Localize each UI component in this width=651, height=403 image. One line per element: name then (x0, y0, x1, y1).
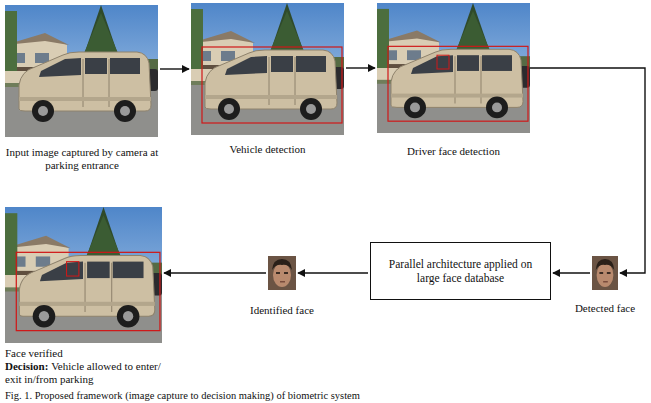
decision-label: Decision: (5, 360, 48, 372)
figure-caption: Fig. 1. Proposed framework (image captur… (5, 390, 360, 402)
image-caption: Detected face (560, 302, 650, 315)
flow-arrow (160, 68, 189, 69)
flow-arrow (346, 67, 375, 68)
parking-photo (191, 3, 344, 135)
image-caption: Input image captured by camera at parkin… (1, 146, 163, 172)
caption-text: Identified face (238, 304, 326, 317)
image-panel: Input image captured by camera at parkin… (5, 5, 158, 137)
process-box: Parallel architecture applied on large f… (370, 242, 551, 300)
caption-text: Vehicle detection (181, 143, 354, 156)
image-caption: Face verifiedDecision:Vehicle allowed to… (5, 347, 177, 386)
face-image (592, 256, 618, 290)
caption-text: Driver face detection (367, 145, 540, 158)
image-panel: Driver face detection (377, 3, 530, 133)
face-thumbnail: Detected face (592, 256, 618, 290)
parking-photo (5, 207, 162, 343)
parking-photo (5, 5, 158, 137)
image-caption: Driver face detection (367, 145, 540, 158)
image-panel: Face verifiedDecision:Vehicle allowed to… (5, 207, 162, 343)
caption-text: Face verified (5, 347, 177, 360)
face-thumbnail: Identified face (268, 256, 296, 290)
face-image (268, 256, 296, 290)
decision-line: Decision:Vehicle allowed to enter/ exit … (5, 360, 177, 386)
flow-arrow (298, 272, 368, 273)
image-caption: Vehicle detection (181, 143, 354, 156)
caption-text: Input image captured by camera at parkin… (1, 146, 163, 172)
parking-photo (377, 3, 530, 133)
box-text: Parallel architecture applied on large f… (381, 257, 540, 285)
image-caption: Identified face (238, 304, 326, 317)
flow-arrow (164, 272, 266, 273)
caption-text: Detected face (560, 302, 650, 315)
flow-arrow (553, 272, 590, 273)
image-panel: Vehicle detection (191, 3, 344, 135)
